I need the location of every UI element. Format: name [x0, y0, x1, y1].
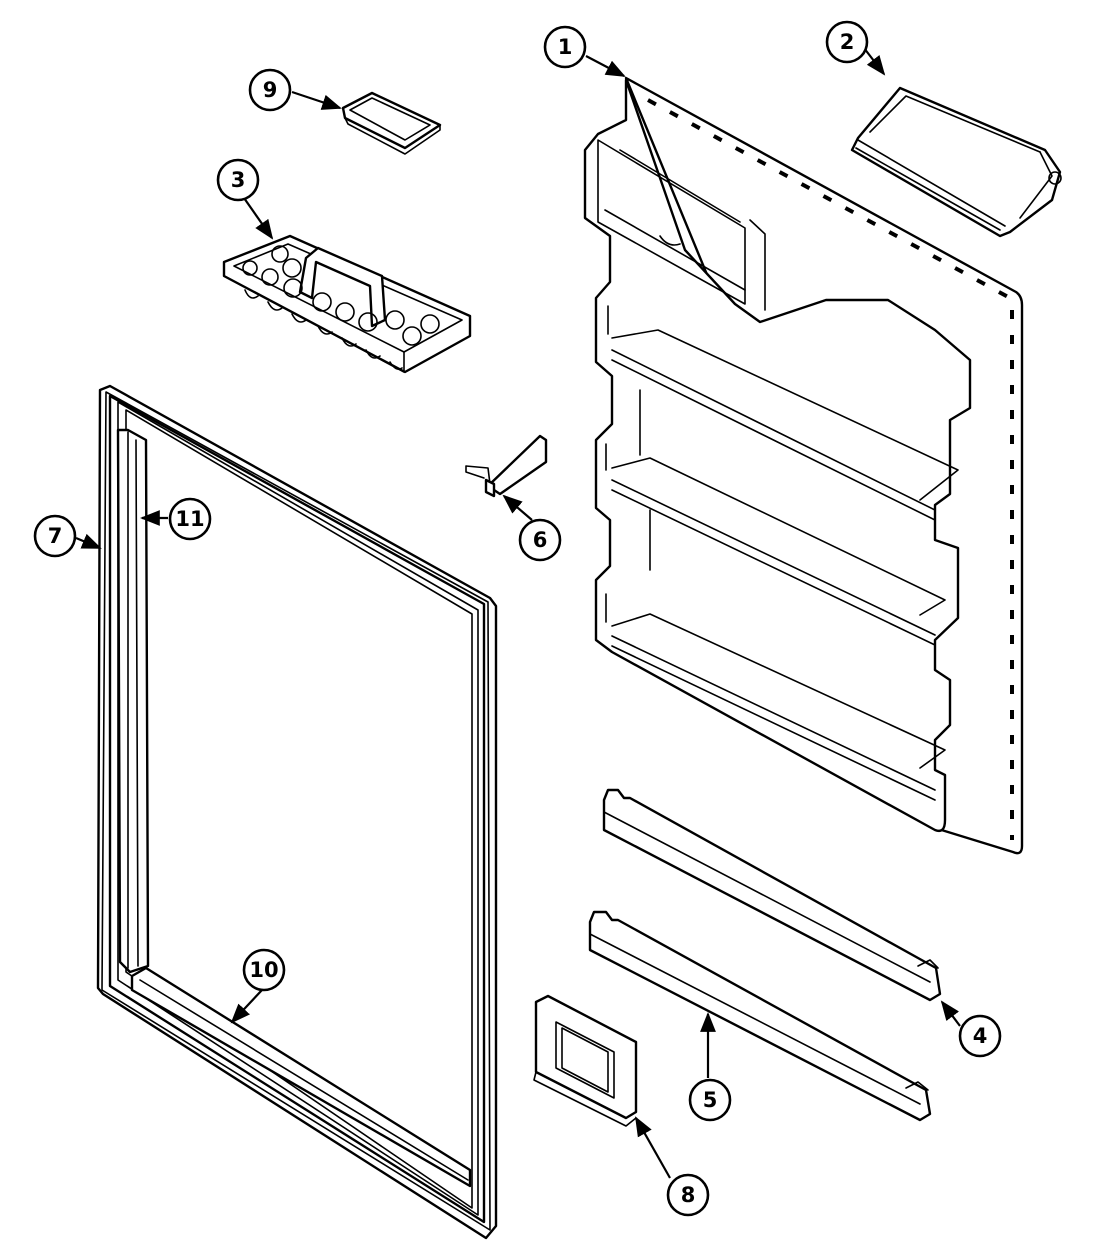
callout-8-label: 8	[681, 1183, 696, 1207]
callout-4: 4	[958, 1014, 1002, 1058]
leader-lines	[75, 47, 961, 1179]
callout-5-label: 5	[703, 1088, 718, 1112]
part-9-tray	[341, 91, 442, 155]
callout-8: 8	[666, 1173, 710, 1217]
callout-9: 9	[248, 68, 292, 112]
callout-7-label: 7	[48, 524, 63, 548]
part-1-door-liner	[583, 76, 1024, 855]
callout-5: 5	[688, 1078, 732, 1122]
callout-6-label: 6	[533, 528, 548, 552]
part-2-dairy-compartment	[850, 86, 1062, 238]
callout-10-label: 10	[249, 958, 278, 982]
callout-3: 3	[216, 158, 260, 202]
callout-6: 6	[518, 518, 562, 562]
part-6-clip	[465, 434, 548, 498]
callout-7: 7	[33, 514, 77, 558]
part-8-end-cap	[533, 994, 638, 1127]
callout-3-label: 3	[231, 168, 246, 192]
callout-1-label: 1	[558, 35, 573, 59]
callout-10: 10	[242, 948, 286, 992]
callout-11-label: 11	[175, 507, 204, 531]
callout-9-label: 9	[263, 78, 278, 102]
callout-11: 11	[168, 497, 212, 541]
part-7-door-gasket	[96, 384, 498, 1240]
callout-2: 2	[825, 20, 869, 64]
callout-4-label: 4	[973, 1024, 988, 1048]
callout-1: 1	[543, 25, 587, 69]
part-4-shelf-bar	[602, 788, 942, 1002]
callout-2-label: 2	[840, 30, 855, 54]
part-3-egg-tray	[222, 234, 472, 374]
part-5-shelf-bar	[588, 910, 932, 1122]
